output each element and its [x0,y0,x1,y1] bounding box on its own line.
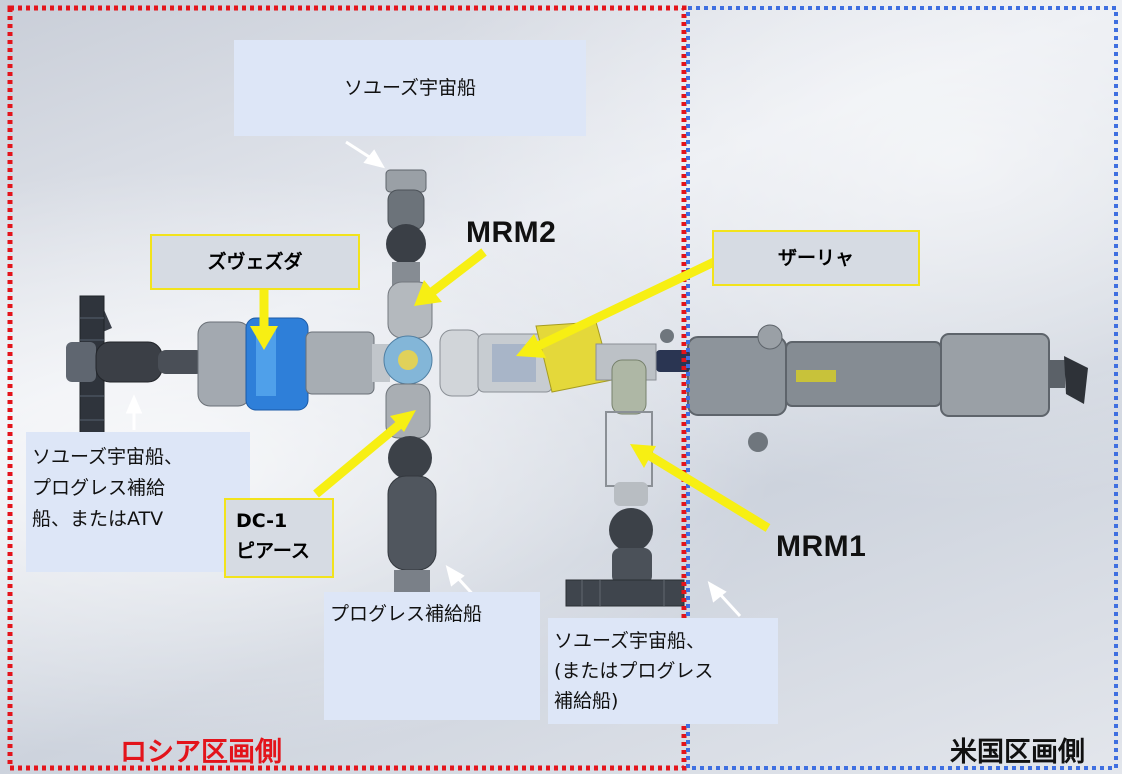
left-vehicle-line-3: 船、またはATV [32,508,164,530]
top-soyuz-label: ソユーズ宇宙船 [234,40,586,136]
left-vehicle-label: ソユーズ宇宙船、 プログレス補給 船、またはATV [26,432,250,572]
us-segment-modules [656,324,1088,452]
mrm1-label: MRM1 [776,530,867,563]
central-vertical-stack [372,169,437,614]
bottom-progress-label: プログレス補給船 [324,592,540,720]
russian-zone-border [7,5,687,771]
zarya-text: ザーリャ [777,247,854,269]
right-vehicle-line-3: 補給船) [554,690,619,712]
us-zone-label: 米国区画側 [950,737,1085,768]
dc1-line-2: ピアース [236,540,310,562]
yellow-arrows [250,248,771,532]
right-vehicle-line-1: ソユーズ宇宙船、 [554,630,706,652]
zvezda-text: ズヴェズダ [207,251,303,273]
right-vehicle-line-2: (またはプログレス [554,660,714,682]
bottom-progress-text: プログレス補給船 [330,603,483,625]
top-soyuz-text: ソユーズ宇宙船 [343,77,477,99]
dc1-pirs-label-box: DC-1 ピアース [224,498,334,578]
dc1-line-1: DC-1 [236,510,288,532]
zarya-label-box: ザーリャ [712,230,920,286]
russian-zone-label: ロシア区画側 [120,737,282,768]
left-vehicle-line-1: ソユーズ宇宙船、 [32,446,184,468]
zvezda-module [197,317,390,411]
left-docked-vehicle [66,295,204,447]
left-vehicle-line-2: プログレス補給 [32,477,166,499]
zvezda-label-box: ズヴェズダ [150,234,360,290]
mrm2-label: MRM2 [466,216,557,249]
us-zone-border [686,6,1118,770]
right-vehicle-label: ソユーズ宇宙船、 (またはプログレス 補給船) [548,618,778,724]
mrm1-stack [565,359,685,607]
